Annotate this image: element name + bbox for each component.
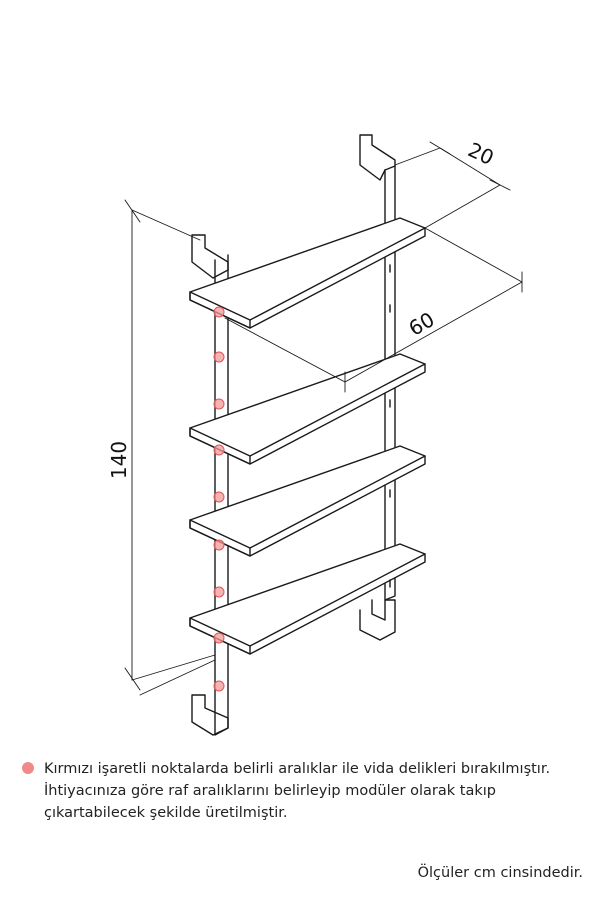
height-dimension	[124, 199, 216, 696]
shelf-1	[189, 217, 426, 329]
screw-hole-note: Kırmızı işaretli noktalarda belirli aral…	[22, 758, 582, 824]
screw-hole-marker	[213, 632, 225, 644]
shelf-diagram: 140 20 60	[107, 134, 523, 736]
screw-hole-marker	[213, 539, 225, 551]
shelf-4	[189, 543, 426, 655]
screw-hole-marker	[213, 444, 225, 456]
depth-dimension	[394, 141, 511, 229]
shelf-2	[189, 353, 426, 465]
shelf-3	[189, 445, 426, 557]
screw-hole-marker	[213, 398, 225, 410]
width-dimension	[224, 227, 523, 393]
depth-label: 20	[464, 137, 497, 170]
screw-hole-markers	[213, 306, 225, 692]
width-label: 60	[404, 307, 438, 341]
screw-hole-marker	[213, 680, 225, 692]
units-note: Ölçüler cm cinsindedir.	[417, 865, 583, 881]
screw-hole-marker	[213, 351, 225, 363]
height-label: 140	[107, 441, 131, 479]
screw-hole-marker	[213, 306, 225, 318]
red-marker-icon	[22, 762, 34, 774]
screw-hole-marker	[213, 491, 225, 503]
note-text: Kırmızı işaretli noktalarda belirli aral…	[44, 761, 551, 821]
screw-hole-marker	[213, 586, 225, 598]
